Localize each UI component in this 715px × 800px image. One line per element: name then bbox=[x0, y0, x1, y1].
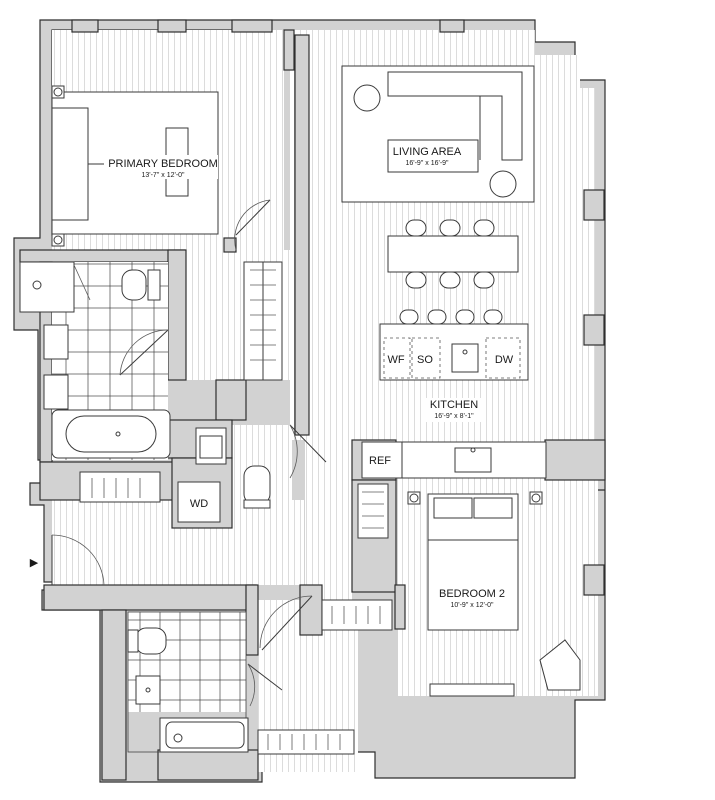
kitchen-closet bbox=[357, 483, 389, 539]
dishwasher-label: DW bbox=[495, 354, 514, 366]
primary-bedroom-dims: 13'-7" x 12'-0" bbox=[141, 172, 185, 179]
washer-dryer-label: WD bbox=[190, 498, 208, 510]
entry-door[interactable] bbox=[51, 534, 105, 586]
walk-in-closet bbox=[243, 261, 283, 381]
second-bathroom bbox=[127, 611, 283, 753]
living-area-name: LIVING AREA bbox=[393, 146, 462, 158]
washer-dryer bbox=[177, 481, 221, 523]
powder-room bbox=[195, 424, 327, 509]
coat-closet bbox=[79, 471, 161, 503]
primary-bedroom-name: PRIMARY BEDROOM bbox=[108, 158, 218, 170]
kitchen-dims: 16'-9" x 8'-1" bbox=[434, 413, 474, 420]
windows bbox=[71, 19, 605, 596]
bedroom-2-label-bg bbox=[434, 584, 510, 610]
living-area-furniture bbox=[341, 65, 535, 203]
lower-hall-closet bbox=[257, 729, 355, 755]
kitchen-label-bg bbox=[425, 398, 485, 422]
kitchen-counter bbox=[361, 441, 547, 479]
entry-arrow-icon: ▶ bbox=[30, 557, 39, 569]
kitchen-island bbox=[379, 309, 529, 381]
primary-bathroom bbox=[19, 261, 171, 460]
living-area-dims: 16'-9" x 16'-9" bbox=[405, 160, 449, 167]
wine-fridge-label: WF bbox=[387, 354, 404, 366]
refrigerator-label: REF bbox=[369, 455, 391, 467]
bedroom-2-dims: 10'-9" x 12'-0" bbox=[450, 602, 494, 609]
primary-bedroom-door[interactable] bbox=[234, 199, 271, 251]
bedroom-2-name: BEDROOM 2 bbox=[439, 588, 505, 600]
bedroom-2-closet bbox=[321, 599, 393, 631]
primary-bedroom-label-bg bbox=[104, 155, 218, 179]
dining-table bbox=[387, 219, 519, 289]
speed-oven-label: SO bbox=[417, 354, 433, 366]
bedroom-2-door[interactable] bbox=[259, 595, 313, 651]
kitchen-name: KITCHEN bbox=[430, 399, 478, 411]
